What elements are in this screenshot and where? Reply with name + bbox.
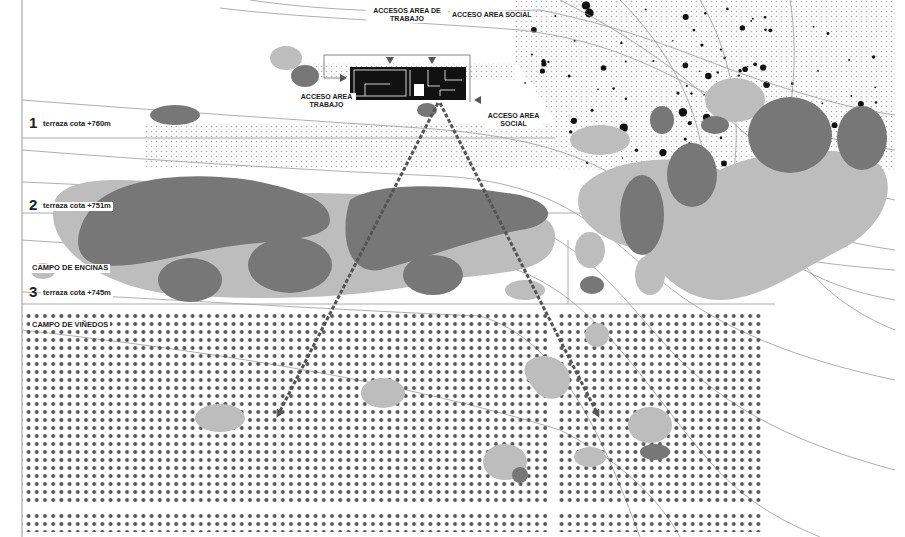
- terrace-level: terraza cota +751m: [41, 202, 113, 211]
- terrace-number: 1: [27, 114, 39, 131]
- access-label: ACCESO AREA TRABAJO: [297, 93, 356, 109]
- terrace-level: terraza cota +745m: [41, 289, 113, 298]
- field-name: CAMPO DE VIÑEDOS: [30, 321, 110, 330]
- terrace-level: terraza cota +760m: [41, 120, 113, 129]
- terrace-number: 3: [27, 283, 39, 300]
- access-label: ACCESOS AREA DE TRABAJO: [366, 7, 448, 23]
- access-label: ACCESO AREA SOCIAL: [484, 112, 543, 128]
- field-name: CAMPO DE ENCINAS: [30, 264, 110, 273]
- terrace-number: 2: [27, 196, 39, 213]
- access-label: ACCESO AREA SOCIAL: [450, 11, 534, 19]
